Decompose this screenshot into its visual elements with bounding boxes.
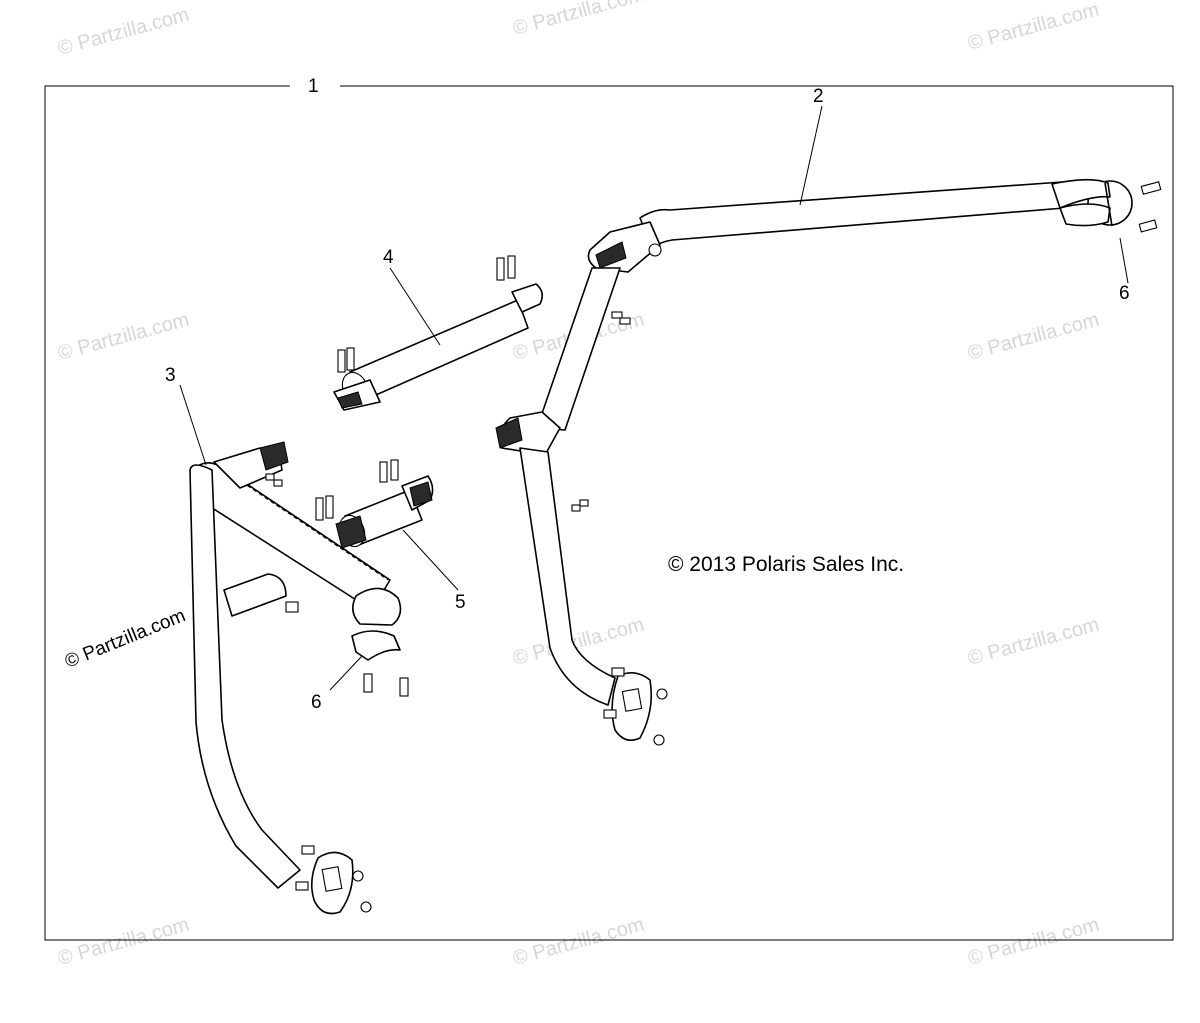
watermark: © Partzilla.com	[966, 309, 1102, 365]
watermark: © Partzilla.com	[511, 0, 647, 40]
watermark: © Partzilla.com	[56, 309, 192, 365]
part-3-front-bar	[189, 441, 402, 915]
callout-6: 6	[1119, 283, 1130, 304]
leader-6a	[1119, 237, 1129, 284]
leader-lines	[179, 105, 1129, 691]
callout-3: 3	[165, 365, 176, 386]
assembly-frame: 1	[44, 76, 1174, 941]
leader-5	[402, 529, 459, 591]
watermark: © Partzilla.com	[966, 614, 1102, 670]
leader-4	[389, 267, 441, 346]
watermark: © Partzilla.com	[966, 0, 1102, 55]
leader-6b	[329, 655, 363, 691]
callout-4: 4	[383, 247, 394, 268]
part-2-rear-bar	[495, 178, 1162, 746]
part-6-clamp-lower	[351, 630, 409, 697]
part-4-cross-brace	[333, 255, 544, 411]
watermark: © Partzilla.com	[56, 914, 192, 970]
part-5-cross-brace	[315, 459, 434, 549]
frame-border	[44, 85, 1174, 941]
leader-3	[179, 384, 207, 466]
watermark: © Partzilla.com	[56, 4, 192, 60]
watermark: © Partzilla.com	[966, 914, 1102, 970]
leader-2	[799, 105, 823, 206]
callout-1: 1	[308, 76, 319, 97]
callout-2: 2	[813, 86, 824, 107]
callout-5: 5	[455, 592, 466, 613]
watermark: © Partzilla.com	[511, 914, 647, 970]
watermark-dark: © Partzilla.com	[62, 605, 189, 672]
callout-6: 6	[311, 692, 322, 713]
copyright-notice: © 2013 Polaris Sales Inc.	[668, 553, 904, 576]
